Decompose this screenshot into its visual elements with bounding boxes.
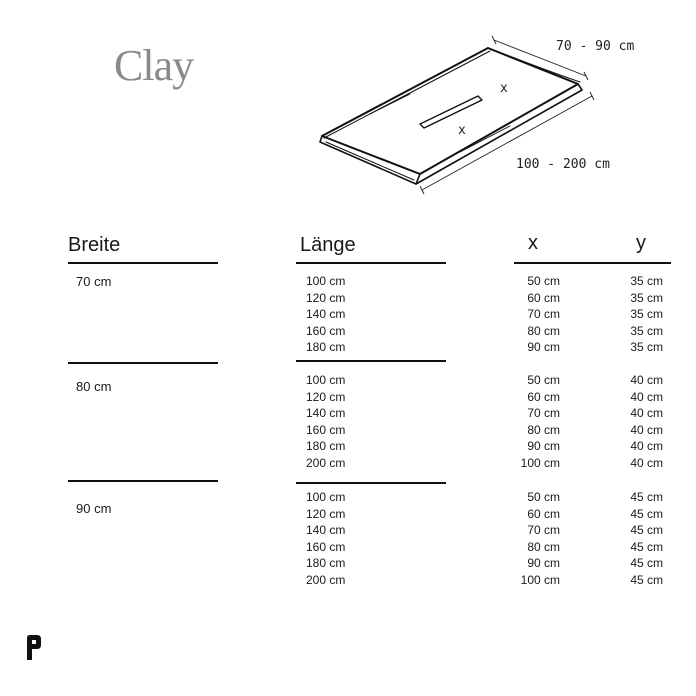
table-cell: 180 cm: [306, 439, 346, 454]
laenge-column: 100 cm 120 cm 140 cm 160 cm 180 cm 200 c…: [306, 489, 345, 589]
table-cell: 120 cm: [306, 506, 346, 521]
header-x: x: [528, 232, 538, 254]
table-cell: 120 cm: [306, 290, 346, 305]
header-rule-xy: [514, 262, 671, 264]
table-cell: 40 cm: [630, 439, 663, 454]
table-cell: 80 cm: [527, 539, 560, 554]
table-cell: 80 cm: [527, 422, 560, 437]
header-rule-breite: [68, 262, 218, 264]
table-cell: 40 cm: [630, 422, 663, 437]
p-logo-icon: [27, 635, 41, 660]
table-cell: 45 cm: [630, 506, 663, 521]
table-cell: 90 cm: [527, 556, 560, 571]
table-cell: 100 cm: [306, 274, 346, 288]
table-cell: 70 cm: [527, 307, 560, 322]
table-cell: 90 cm: [527, 340, 560, 355]
table-cell: 35 cm: [630, 274, 663, 288]
y-column: 45 cm 45 cm 45 cm 45 cm 45 cm 45 cm: [610, 489, 663, 589]
table-cell: 45 cm: [630, 572, 663, 587]
table-cell: 50 cm: [527, 373, 560, 387]
breite-value: 90 cm: [76, 501, 112, 516]
table-cell: 180 cm: [306, 556, 346, 571]
breite-value: 80 cm: [76, 379, 112, 394]
table-cell: 180 cm: [306, 340, 346, 355]
y-column: 40 cm 40 cm 40 cm 40 cm 40 cm 40 cm: [610, 372, 663, 472]
table-cell: 90 cm: [527, 439, 560, 454]
table-cell: 60 cm: [527, 389, 560, 404]
table-cell: 45 cm: [630, 490, 663, 504]
page-title: Clay: [114, 41, 194, 90]
table-cell: 100 cm: [520, 455, 560, 470]
laenge-column: 100 cm 120 cm 140 cm 160 cm 180 cm: [306, 273, 345, 356]
table-cell: 40 cm: [630, 455, 663, 470]
header-y: y: [636, 232, 646, 254]
table-cell: 70 cm: [527, 523, 560, 538]
table-cell: 140 cm: [306, 523, 346, 538]
group-divider-laenge: [296, 360, 446, 362]
table-cell: 60 cm: [527, 506, 560, 521]
table-cell: 140 cm: [306, 406, 346, 421]
x-column: 50 cm 60 cm 70 cm 80 cm 90 cm: [508, 273, 560, 356]
table-cell: 35 cm: [630, 323, 663, 338]
breite-value: 70 cm: [76, 274, 112, 289]
table-cell: 35 cm: [630, 340, 663, 355]
table-cell: 60 cm: [527, 290, 560, 305]
group-divider-breite: [68, 362, 218, 364]
table-cell: 100 cm: [306, 373, 346, 387]
group-divider-breite: [68, 480, 218, 482]
table-cell: 70 cm: [527, 406, 560, 421]
table-cell: 200 cm: [306, 572, 346, 587]
table-cell: 40 cm: [630, 389, 663, 404]
header-laenge: Länge: [300, 234, 356, 256]
laenge-column: 100 cm 120 cm 140 cm 160 cm 180 cm 200 c…: [306, 372, 345, 472]
table-cell: 100 cm: [520, 572, 560, 587]
x-marker: x: [500, 81, 508, 96]
table-cell: 45 cm: [630, 539, 663, 554]
header-breite: Breite: [68, 234, 121, 256]
table-cell: 100 cm: [306, 490, 346, 504]
x-column: 50 cm 60 cm 70 cm 80 cm 90 cm 100 cm: [508, 489, 560, 589]
table-cell: 40 cm: [630, 406, 663, 421]
header-rule-laenge: [296, 262, 446, 264]
table-cell: 50 cm: [527, 490, 560, 504]
y-column: 35 cm 35 cm 35 cm 35 cm 35 cm: [610, 273, 663, 356]
table-sketch-illustration: 70 - 90 cm 100 - 200 cm x x: [319, 35, 634, 195]
x-column: 50 cm 60 cm 70 cm 80 cm 90 cm 100 cm: [508, 372, 560, 472]
length-dimension-label: 100 - 200 cm: [516, 157, 610, 172]
table-cell: 160 cm: [306, 323, 346, 338]
group-divider-laenge: [296, 482, 446, 484]
y-marker: x: [458, 123, 466, 138]
table-cell: 160 cm: [306, 539, 346, 554]
width-dimension-label: 70 - 90 cm: [556, 39, 634, 54]
table-cell: 140 cm: [306, 307, 346, 322]
table-cell: 45 cm: [630, 556, 663, 571]
table-cell: 80 cm: [527, 323, 560, 338]
table-cell: 50 cm: [527, 274, 560, 288]
table-cell: 200 cm: [306, 455, 346, 470]
table-cell: 120 cm: [306, 389, 346, 404]
table-cell: 160 cm: [306, 422, 346, 437]
table-cell: 40 cm: [630, 373, 663, 387]
table-cell: 35 cm: [630, 307, 663, 322]
table-cell: 45 cm: [630, 523, 663, 538]
table-cell: 35 cm: [630, 290, 663, 305]
